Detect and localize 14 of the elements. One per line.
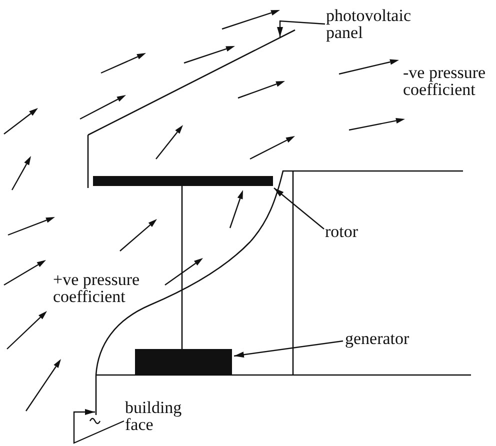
part-label: photovoltaic panel — [326, 7, 412, 41]
part-label: generator — [345, 330, 411, 347]
photovoltaic-panel — [88, 29, 296, 136]
leader-line — [234, 340, 344, 358]
annotation-text: -ve pressure coefficient — [403, 64, 487, 98]
part-label: rotor — [325, 223, 360, 240]
generator-block — [135, 349, 232, 375]
leader-line — [274, 188, 324, 230]
building-face-line — [89, 375, 101, 424]
rotor-bar — [93, 176, 273, 186]
annotation-text: +ve pressure coefficient — [53, 271, 141, 305]
leader-line — [73, 409, 124, 444]
leader-line — [277, 20, 326, 37]
part-label: building face — [125, 399, 183, 433]
